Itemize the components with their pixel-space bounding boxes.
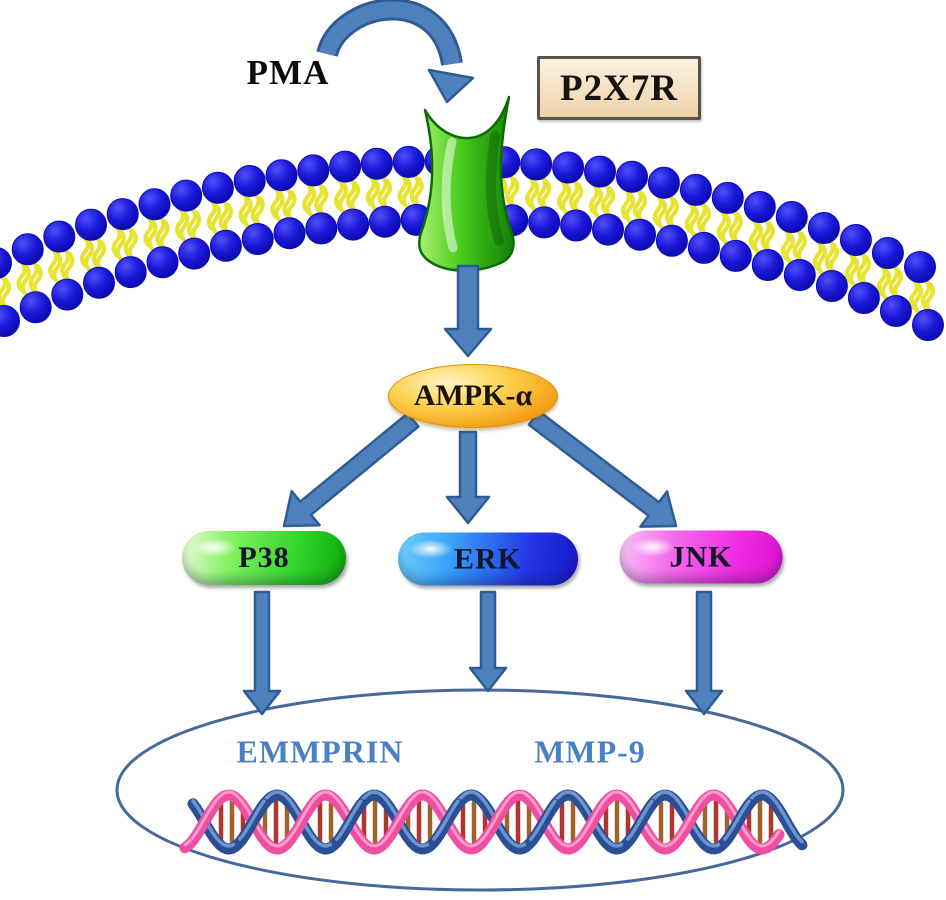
jnk-label: JNK	[669, 540, 733, 573]
jnk-node: JNK	[619, 530, 783, 584]
signal-arrows	[242, 264, 724, 716]
stimulation-arrow	[316, 0, 475, 104]
p38-label: P38	[238, 541, 290, 574]
ampk-node: AMPK-α	[388, 364, 558, 428]
pma-label: PMA	[246, 53, 330, 92]
dna-helix-icon	[179, 789, 808, 855]
p2x7r-receptor-box: P2X7R	[537, 56, 701, 120]
arrow-ampk-to-jnk	[527, 409, 678, 528]
p38-node: P38	[182, 531, 346, 585]
cell-membrane	[0, 145, 944, 341]
arrow-jnk-to-nucleus	[684, 590, 724, 716]
emmprin-gene-label: EMMPRIN	[236, 733, 404, 770]
arrow-erk-to-nucleus	[468, 590, 508, 693]
erk-node: ERK	[398, 532, 578, 586]
p2x7r-channel-icon	[418, 95, 515, 272]
ampk-label: AMPK-α	[413, 379, 533, 412]
p2x7r-label: P2X7R	[559, 67, 679, 109]
arrow-ampk-to-p38	[282, 412, 420, 528]
arrow-ampk-to-erk	[445, 430, 491, 525]
mmp9-gene-label: MMP-9	[534, 733, 646, 770]
arrow-channel-to-ampk	[443, 264, 493, 358]
arrow-p38-to-nucleus	[242, 590, 282, 716]
erk-label: ERK	[453, 542, 522, 575]
nucleus-outline	[115, 688, 845, 892]
